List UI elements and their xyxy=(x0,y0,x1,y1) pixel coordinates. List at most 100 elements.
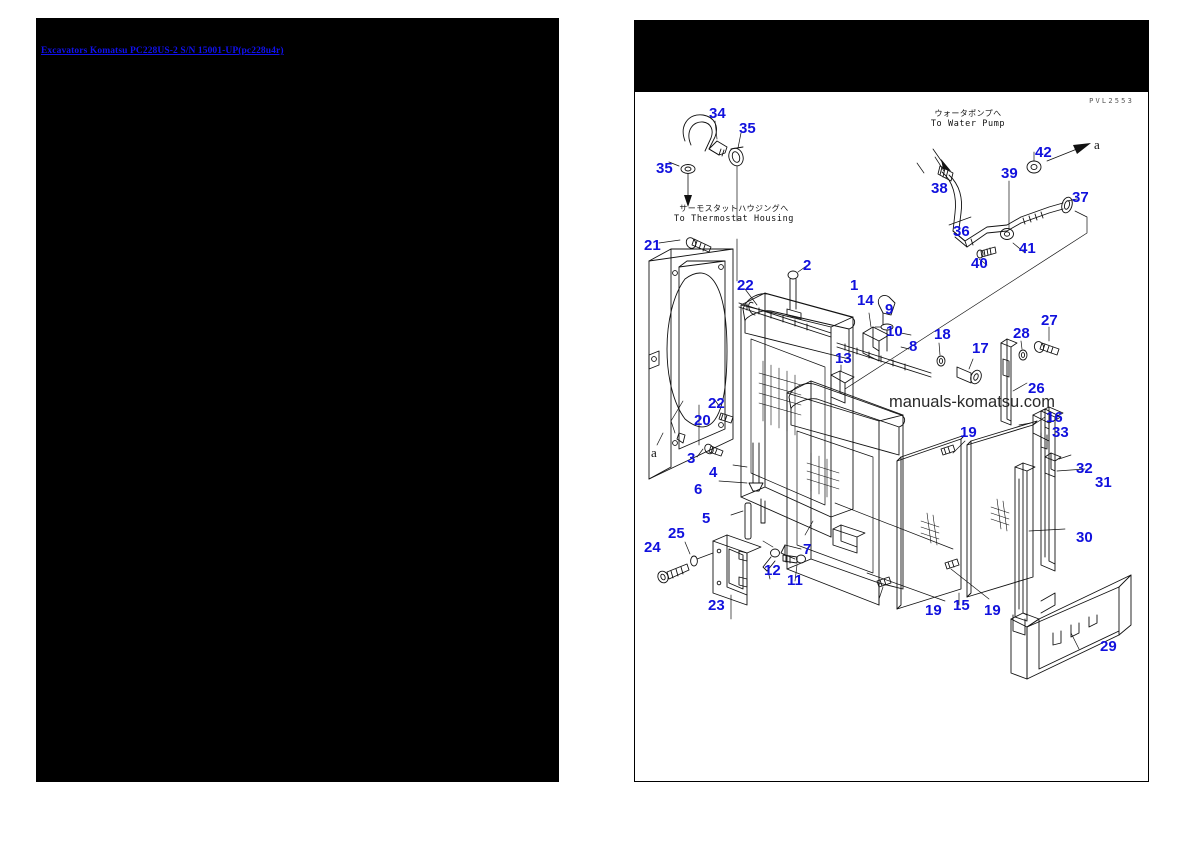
part-41-clamp xyxy=(1000,228,1014,240)
callout-number-2: 2 xyxy=(803,257,812,274)
callout-number-24: 24 xyxy=(644,539,661,556)
part-10-gasket xyxy=(900,332,912,336)
callout-number-14: 14 xyxy=(857,292,874,309)
callout-number-22: 22 xyxy=(737,277,754,294)
callout-number-3: 3 xyxy=(687,450,696,467)
callout-number-35: 35 xyxy=(656,160,673,177)
part-17-clamp xyxy=(956,358,982,385)
part-30-post xyxy=(1012,462,1066,636)
part-38-hose xyxy=(937,165,966,242)
callout-number-8: 8 xyxy=(909,338,918,355)
callout-number-20: 20 xyxy=(694,412,711,429)
part-8-rod xyxy=(836,342,932,378)
part-13-tank xyxy=(830,364,855,404)
part-14-tank xyxy=(862,312,890,362)
part-34-hose xyxy=(682,114,728,157)
part-39-pipe xyxy=(952,216,1022,248)
part-29-frame-base xyxy=(1010,574,1132,680)
part-15-guard-panel xyxy=(896,434,966,610)
callout-number-4: 4 xyxy=(709,464,718,481)
part-21-bolt xyxy=(658,237,712,253)
part-16-guard-panel xyxy=(966,416,1046,598)
annotation-jp-text: サーモスタットハウジングへ xyxy=(679,204,789,213)
part-36-leader xyxy=(948,216,972,226)
part-40-bolt xyxy=(976,246,997,259)
part-42-clamp xyxy=(1026,151,1042,174)
diagram-header-band xyxy=(635,21,1148,92)
callout-number-40: 40 xyxy=(971,255,988,272)
callout-number-10: 10 xyxy=(886,323,903,340)
callout-number-13: 13 xyxy=(835,350,852,367)
radiator-core-fins xyxy=(758,360,802,436)
callout-number-6: 6 xyxy=(694,481,703,498)
part-27-bolt xyxy=(1033,326,1060,356)
callout-number-22: 22 xyxy=(708,395,725,412)
part-1-radiator xyxy=(740,292,856,538)
reference-mark-a-upper: a xyxy=(1094,137,1100,152)
part-12-cock xyxy=(762,540,780,580)
callout-number-33: 33 xyxy=(1052,424,1069,441)
annotation-to-thermostat-housing: サーモスタットハウジングへ To Thermostat Housing xyxy=(659,204,809,225)
part-20-fan-shroud xyxy=(648,248,734,480)
callout-number-30: 30 xyxy=(1076,529,1093,546)
part-22-rod-upper xyxy=(738,288,832,338)
callout-number-1: 1 xyxy=(850,277,859,294)
callout-number-19: 19 xyxy=(984,602,1001,619)
radiator-assembly-drawing xyxy=(648,114,1132,680)
annotation-en-text: To Water Pump xyxy=(930,119,1006,129)
callout-number-37: 37 xyxy=(1072,189,1089,206)
part-35-clamp-upper xyxy=(728,146,744,167)
callout-number-32: 32 xyxy=(1076,460,1093,477)
callout-number-17: 17 xyxy=(972,340,989,357)
document-placeholder-panel: Excavators Komatsu PC228US-2 S/N 15001-U… xyxy=(36,18,559,782)
part-24-bolt xyxy=(657,563,690,584)
part-22-clip-lower xyxy=(714,399,734,424)
drawing-number-label: PVL2553 xyxy=(1089,97,1134,105)
annotation-jp-text: ウォータポンプへ xyxy=(934,109,1002,118)
part-19-rail xyxy=(834,502,954,602)
callout-number-42: 42 xyxy=(1035,144,1052,161)
callout-number-12: 12 xyxy=(764,562,781,579)
part-19-clip-a xyxy=(876,576,892,600)
part-7-oil-cooler xyxy=(780,380,906,606)
callout-number-27: 27 xyxy=(1041,312,1058,329)
annotation-to-water-pump: ウォータポンプへ To Water Pump xyxy=(903,109,1033,130)
callout-number-31: 31 xyxy=(1095,474,1112,491)
part-5-cushion xyxy=(730,502,752,540)
part-28-washer xyxy=(1018,340,1028,361)
parts-diagram-panel: PVL2553 xyxy=(634,20,1149,782)
part-31-post xyxy=(1040,406,1086,572)
part-18-bolt xyxy=(936,342,946,367)
callout-number-25: 25 xyxy=(668,525,685,542)
callout-number-39: 39 xyxy=(1001,165,1018,182)
annotation-en-text: To Thermostat Housing xyxy=(673,214,795,224)
part-32-cap xyxy=(1044,452,1072,478)
callout-number-16: 16 xyxy=(1046,409,1063,426)
callout-number-19: 19 xyxy=(960,424,977,441)
callout-number-29: 29 xyxy=(1100,638,1117,655)
callout-number-26: 26 xyxy=(1028,380,1045,397)
callout-number-41: 41 xyxy=(1019,240,1036,257)
callout-number-15: 15 xyxy=(953,597,970,614)
part-19-clip-b xyxy=(944,558,990,600)
callout-number-28: 28 xyxy=(1013,325,1030,342)
callout-number-23: 23 xyxy=(708,597,725,614)
part-23-bracket xyxy=(712,534,762,620)
callout-number-9: 9 xyxy=(885,301,894,318)
part-19-clip-c xyxy=(940,440,966,456)
part-37-hose xyxy=(1020,196,1073,225)
callout-number-38: 38 xyxy=(931,180,948,197)
reference-mark-a-lower: a xyxy=(651,445,657,460)
callout-number-34: 34 xyxy=(709,105,726,122)
callout-number-7: 7 xyxy=(803,541,812,558)
part-3-bolt xyxy=(696,443,724,458)
callout-number-19: 19 xyxy=(925,602,942,619)
callout-number-21: 21 xyxy=(644,237,661,254)
callout-number-18: 18 xyxy=(934,326,951,343)
document-title-link[interactable]: Excavators Komatsu PC228US-2 S/N 15001-U… xyxy=(41,46,284,56)
part-4-pin xyxy=(732,442,764,492)
callout-number-11: 11 xyxy=(787,572,803,589)
callout-number-35: 35 xyxy=(739,120,756,137)
part-2-bolt xyxy=(786,266,806,320)
part-35-clamp-lower xyxy=(668,161,696,174)
